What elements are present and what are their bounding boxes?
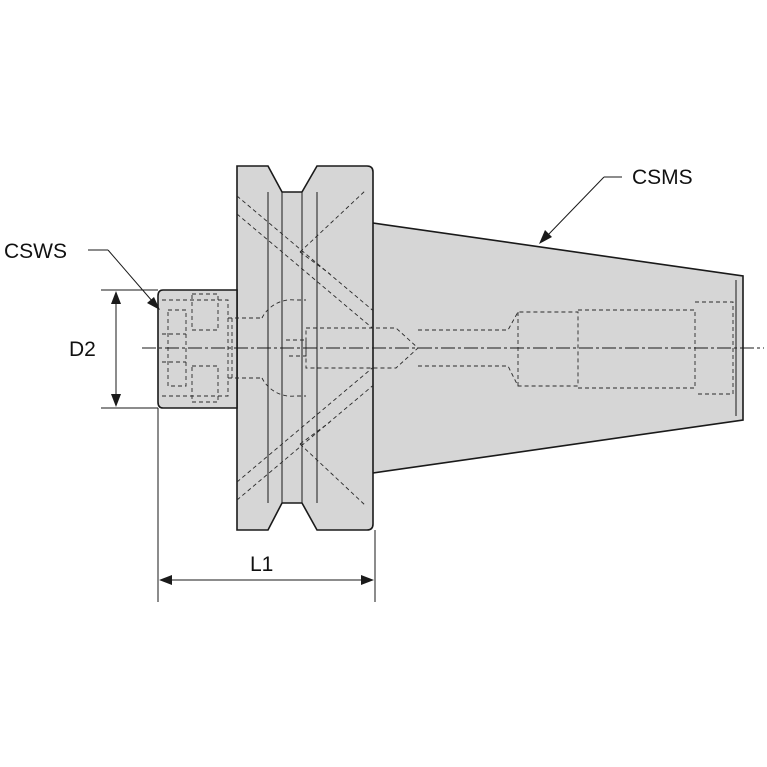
front-shank xyxy=(157,289,238,409)
leader-csms xyxy=(539,176,622,244)
label-csws: CSWS xyxy=(4,240,67,263)
hidden-diagonal-bores xyxy=(237,189,373,507)
dimension-d2 xyxy=(101,289,158,409)
label-l1: L1 xyxy=(250,553,273,576)
flange-groove-lines xyxy=(267,192,318,503)
dimension-l1 xyxy=(157,408,376,602)
label-csms: CSMS xyxy=(632,166,693,189)
leader-csws xyxy=(88,249,160,310)
label-d2: D2 xyxy=(69,338,96,361)
